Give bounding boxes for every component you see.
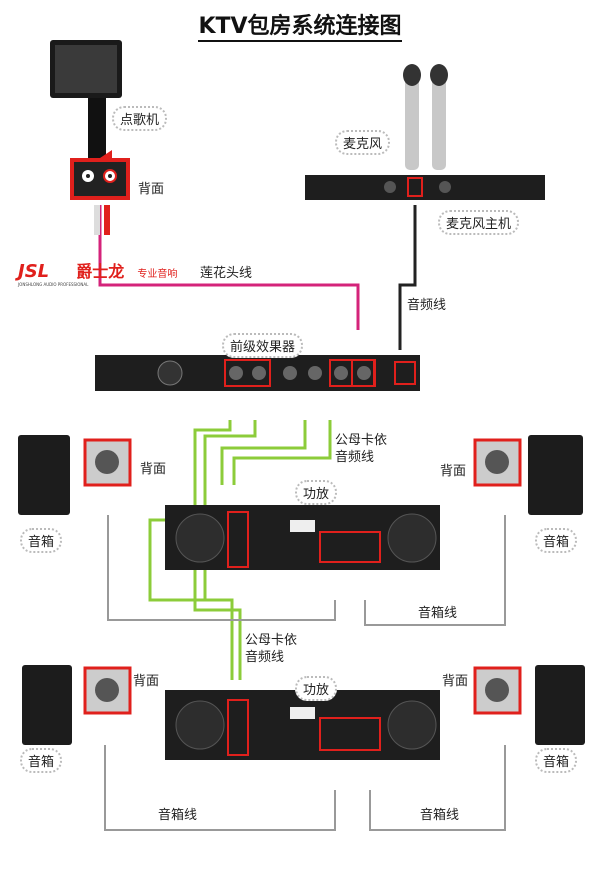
brand-logo: JSL 爵士龙 专业音响 JONSHLONG AUDIO PROFESSIONA… xyxy=(18,261,178,287)
speaker-label: 音箱 xyxy=(535,528,578,553)
rca-cable xyxy=(98,205,360,330)
xlr-cable-label-1: 公母卡依音频线 xyxy=(335,433,388,465)
amp-label-1: 功放 xyxy=(295,480,338,505)
back-label: 背面 xyxy=(138,182,165,197)
back-label: 背面 xyxy=(440,464,467,479)
audio-cable xyxy=(398,205,417,350)
speakers xyxy=(18,435,585,745)
mic-receiver xyxy=(305,175,545,200)
speaker-label: 音箱 xyxy=(535,748,578,773)
back-label: 背面 xyxy=(442,674,469,689)
amp-label-2: 功放 xyxy=(295,676,338,701)
audio-cable-label: 音频线 xyxy=(407,298,447,313)
speaker-label: 音箱 xyxy=(20,528,63,553)
speaker-back-jacks xyxy=(95,450,509,702)
preamp-effector xyxy=(95,355,420,391)
speaker-cable-label: 音箱线 xyxy=(158,808,198,823)
speaker-cable-label: 音箱线 xyxy=(420,808,460,823)
preamp-label: 前级效果器 xyxy=(222,333,304,358)
xlr-cable-label-2: 公母卡依音频线 xyxy=(245,633,298,665)
speaker-label: 音箱 xyxy=(20,748,63,773)
back-label: 背面 xyxy=(133,674,160,689)
amplifier-1 xyxy=(165,505,440,570)
amplifier-2 xyxy=(165,690,440,760)
mic-receiver-label: 麦克风主机 xyxy=(438,210,520,235)
rca-cable-label: 莲花头线 xyxy=(200,266,253,281)
speaker-cable-label: 音箱线 xyxy=(418,606,458,621)
speaker-cables xyxy=(104,515,506,831)
back-label: 背面 xyxy=(140,462,167,477)
karaoke-label: 点歌机 xyxy=(112,106,168,131)
karaoke-machine xyxy=(50,40,130,235)
page-title: KTV包房系统连接图 xyxy=(0,8,600,42)
mic-label: 麦克风 xyxy=(335,130,391,155)
microphones xyxy=(403,64,448,170)
